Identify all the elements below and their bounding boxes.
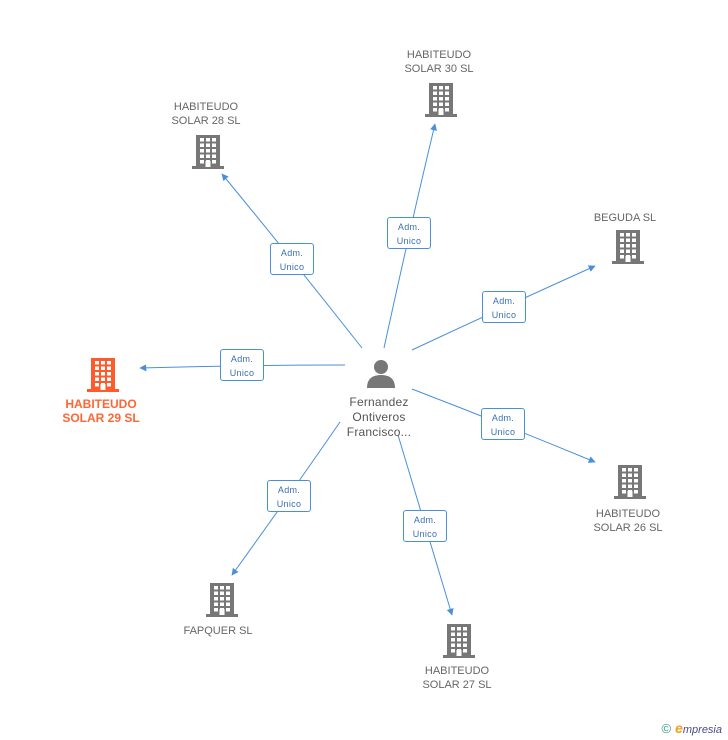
role-badge-line: Adm. xyxy=(397,222,421,232)
person-icon[interactable] xyxy=(367,360,395,388)
role-badge[interactable]: Adm. Unico xyxy=(387,217,431,249)
company-name-line: SOLAR 26 SL xyxy=(593,522,663,534)
company-name-line: SOLAR 27 SL xyxy=(422,679,492,691)
footer-brand[interactable]: © empresia xyxy=(661,720,722,736)
building-icon[interactable] xyxy=(614,465,646,499)
brand-initial: e xyxy=(675,720,683,736)
role-badge-line: Unico xyxy=(491,310,517,320)
company-name-habiteudo-solar-30[interactable]: HABITEUDO SOLAR 30 SL xyxy=(404,48,473,76)
company-name-line: SOLAR 30 SL xyxy=(404,63,474,75)
role-badge[interactable]: Adm. Unico xyxy=(482,291,526,323)
role-badge-line: Adm. xyxy=(230,354,254,364)
role-badge-line: Unico xyxy=(229,368,255,378)
company-name-line: SOLAR 28 SL xyxy=(171,115,241,127)
building-icon[interactable] xyxy=(612,230,644,264)
company-name-line: HABITEUDO xyxy=(173,101,239,113)
role-badge-line: Unico xyxy=(279,262,305,272)
company-name-habiteudo-solar-28[interactable]: HABITEUDO SOLAR 28 SL xyxy=(171,100,240,128)
company-name-line: SOLAR 29 SL xyxy=(62,411,140,425)
company-name-line: BEGUDA SL xyxy=(593,212,657,224)
brand-logo: empresia xyxy=(675,720,722,736)
role-badge-line: Unico xyxy=(396,236,422,246)
role-badge-line: Adm. xyxy=(492,296,516,306)
role-badge[interactable]: Adm. Unico xyxy=(267,480,311,512)
building-icon[interactable] xyxy=(206,583,238,617)
building-icon[interactable] xyxy=(425,83,457,117)
company-name-line: HABITEUDO xyxy=(595,508,661,520)
company-name-fapquer[interactable]: FAPQUER SL xyxy=(183,624,252,638)
company-name-line: HABITEUDO xyxy=(406,49,472,61)
company-name-habiteudo-solar-26[interactable]: HABITEUDO SOLAR 26 SL xyxy=(593,507,662,535)
brand-name: mpresia xyxy=(682,724,722,736)
center-name-line: Fernandez xyxy=(349,395,409,409)
role-badge-line: Adm. xyxy=(491,413,515,423)
company-name-habiteudo-solar-27[interactable]: HABITEUDO SOLAR 27 SL xyxy=(422,664,491,692)
role-badge-line: Adm. xyxy=(413,515,437,525)
building-icon[interactable] xyxy=(192,135,224,169)
role-badge[interactable]: Adm. Unico xyxy=(403,510,447,542)
center-name-line: Francisco... xyxy=(346,425,412,439)
company-name-beguda[interactable]: BEGUDA SL xyxy=(594,211,656,225)
center-person-name[interactable]: Fernandez Ontiveros Francisco... xyxy=(347,395,411,440)
role-badge-line: Adm. xyxy=(280,248,304,258)
center-name-line: Ontiveros xyxy=(352,410,406,424)
copyright-icon: © xyxy=(661,720,672,736)
company-name-line: FAPQUER SL xyxy=(183,625,253,637)
role-badge-line: Unico xyxy=(412,529,438,539)
building-icon[interactable] xyxy=(443,624,475,658)
role-badge[interactable]: Adm. Unico xyxy=(270,243,314,275)
building-icon[interactable] xyxy=(87,358,119,392)
role-badge-line: Unico xyxy=(490,427,516,437)
role-badge-line: Adm. xyxy=(277,485,301,495)
company-name-line: HABITEUDO xyxy=(424,665,490,677)
role-badge[interactable]: Adm. Unico xyxy=(481,408,525,440)
company-name-line: HABITEUDO xyxy=(65,397,137,411)
role-badge-line: Unico xyxy=(276,499,302,509)
role-badge[interactable]: Adm. Unico xyxy=(220,349,264,381)
